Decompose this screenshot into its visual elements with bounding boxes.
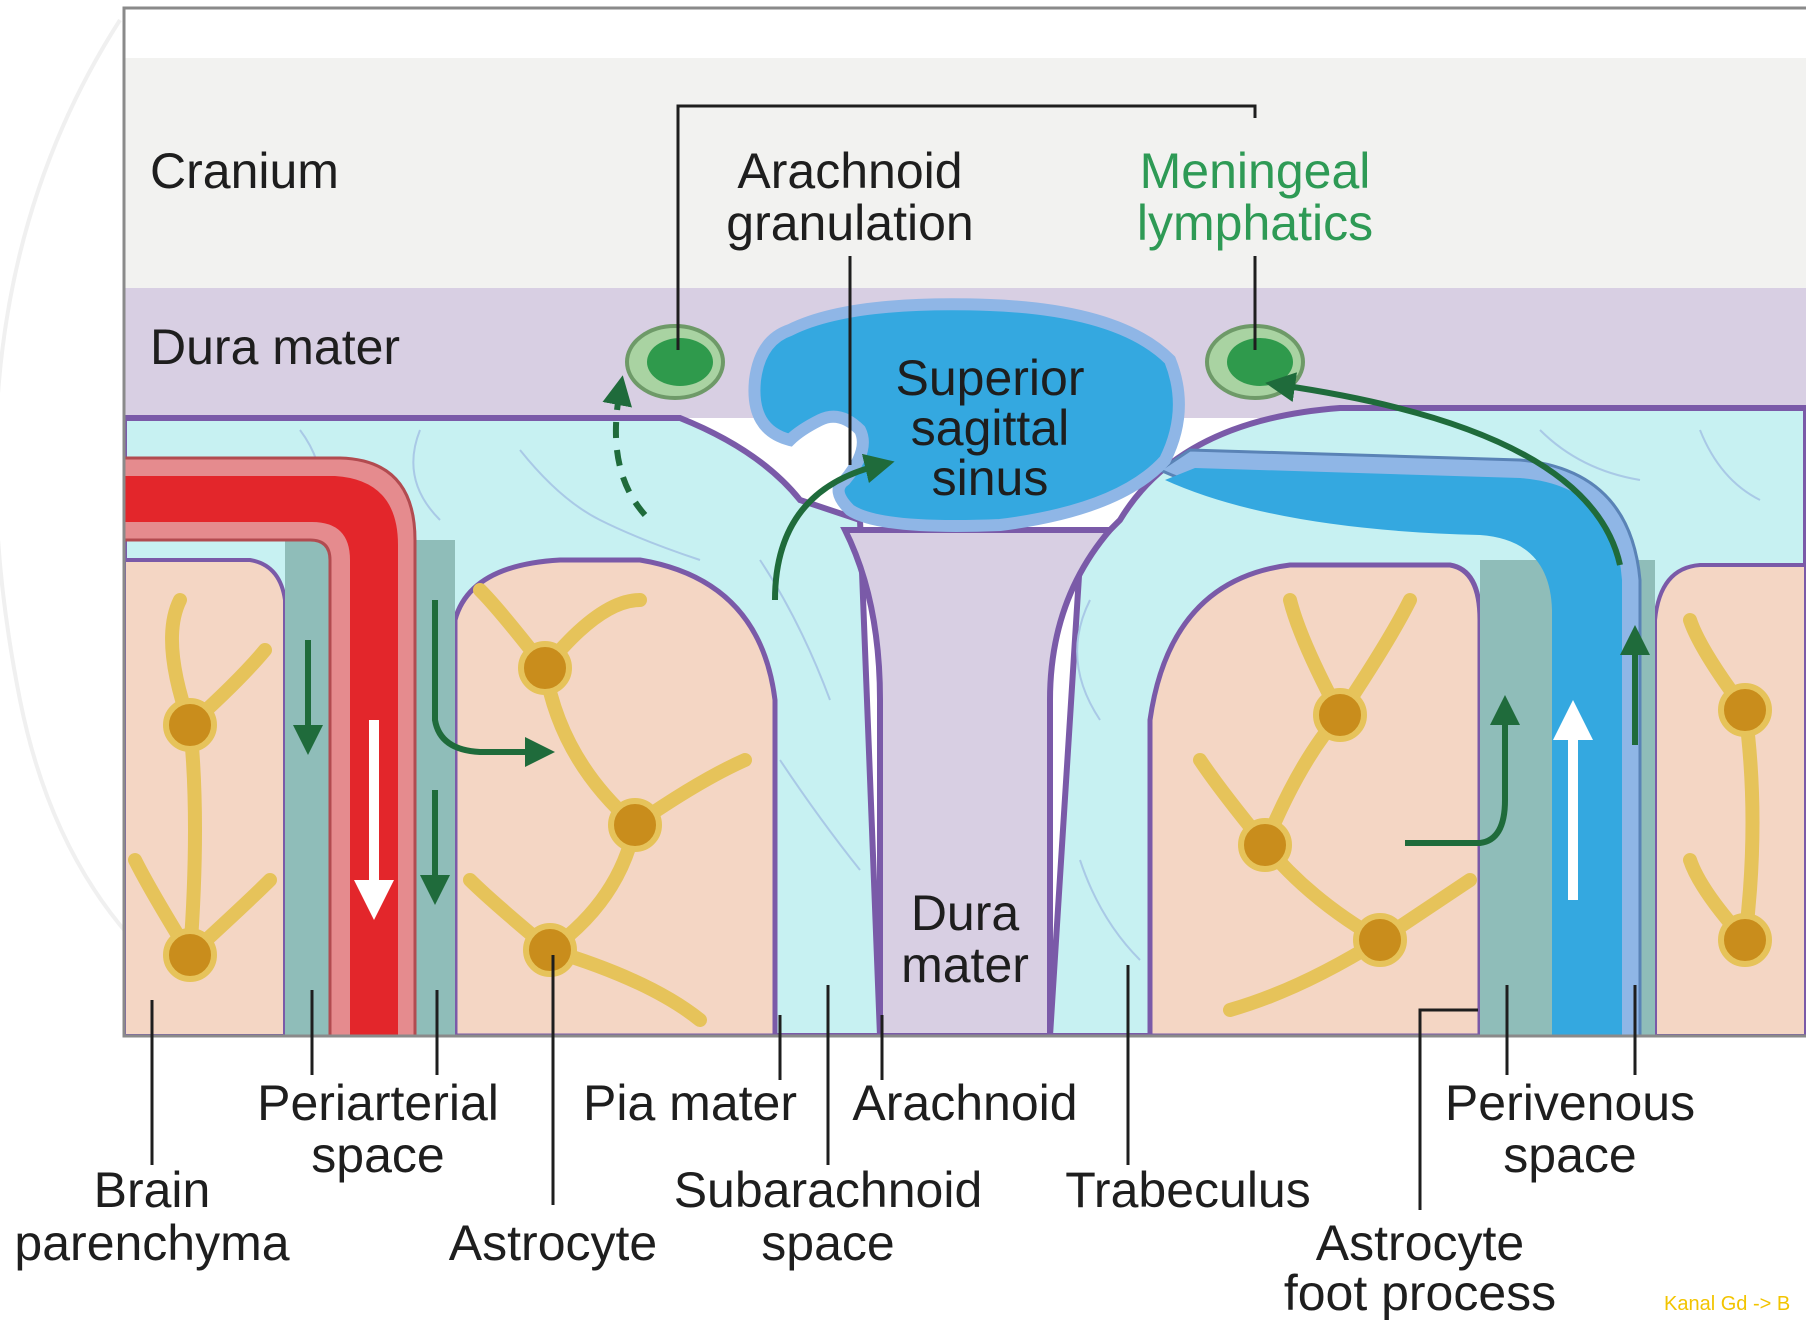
label-dura-mater-center-line1: Dura — [911, 885, 1020, 941]
label-meningeal-lymphatics-line1: Meningeal — [1140, 143, 1371, 199]
label-superior-sagittal-sinus-line3: sinus — [932, 450, 1049, 506]
label-arachnoid-granulation-line2: granulation — [726, 195, 973, 251]
label-dura-mater-top: Dura mater — [150, 319, 400, 375]
watermark-text: Kanal Gd -> B — [1664, 1293, 1790, 1315]
lymphatic-vessel-left — [627, 326, 723, 398]
label-subarachnoid-space-line2: space — [761, 1215, 894, 1271]
label-periarterial-space-line2: space — [311, 1127, 444, 1183]
label-arachnoid: Arachnoid — [852, 1075, 1077, 1131]
label-trabeculus: Trabeculus — [1065, 1162, 1310, 1218]
label-brain-parenchyma-line2: parenchyma — [14, 1215, 289, 1271]
brain-parenchyma-center-right — [1150, 565, 1480, 1036]
label-superior-sagittal-sinus-line2: sagittal — [911, 400, 1069, 456]
label-arachnoid-granulation-line1: Arachnoid — [737, 143, 962, 199]
label-perivenous-space-line1: Perivenous — [1445, 1075, 1695, 1131]
label-brain-parenchyma-line1: Brain — [94, 1162, 211, 1218]
label-pia-mater: Pia mater — [583, 1075, 797, 1131]
label-dura-mater-center-line2: mater — [901, 937, 1029, 993]
label-perivenous-space-line2: space — [1503, 1127, 1636, 1183]
label-astrocyte-foot-process-line2: foot process — [1284, 1265, 1556, 1320]
label-meningeal-lymphatics-line2: lymphatics — [1137, 195, 1373, 251]
label-astrocyte-foot-process-line1: Astrocyte — [1316, 1215, 1524, 1271]
label-periarterial-space-line1: Periarterial — [257, 1075, 499, 1131]
brain-parenchyma-right — [1655, 565, 1806, 1036]
label-superior-sagittal-sinus-line1: Superior — [896, 350, 1085, 406]
label-astrocyte: Astrocyte — [449, 1215, 657, 1271]
label-cranium: Cranium — [150, 143, 339, 199]
label-subarachnoid-space-line1: Subarachnoid — [674, 1162, 983, 1218]
